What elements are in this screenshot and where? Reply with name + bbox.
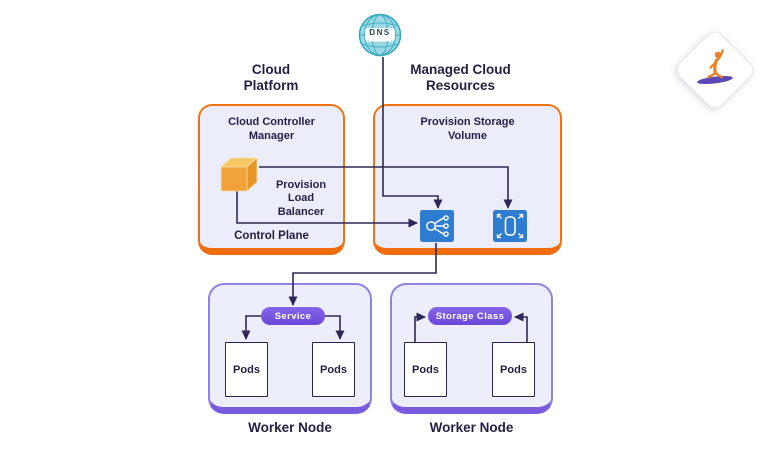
cloud-controller-manager-label: Cloud Controller Manager xyxy=(228,116,315,143)
control-plane-label: Control Plane xyxy=(234,230,309,242)
provision-load-balancer-label: Provision Load Balancer xyxy=(275,179,327,218)
dns-label: DNS xyxy=(369,28,391,37)
storage-volume-icon xyxy=(493,210,527,242)
cube-icon xyxy=(219,157,260,193)
storage-class-pill: Storage Class xyxy=(428,307,512,325)
dns-globe-icon: DNS xyxy=(358,13,402,57)
pod-box: Pods xyxy=(225,342,268,397)
load-balancer-icon xyxy=(420,210,454,242)
service-pill: Service xyxy=(261,307,325,325)
pod-box: Pods xyxy=(312,342,355,397)
worker-node-left-label: Worker Node xyxy=(248,420,332,435)
managed-cloud-title: Managed Cloud Resources xyxy=(410,62,511,94)
worker-node-right-label: Worker Node xyxy=(429,420,514,435)
pod-box: Pods xyxy=(404,342,447,397)
surfer-logo-icon xyxy=(697,49,733,85)
pod-box: Pods xyxy=(492,342,535,397)
brand-logo xyxy=(672,27,758,113)
managed-cloud-box: Provision Storage Volume xyxy=(373,104,562,255)
cloud-platform-title: Cloud Platform xyxy=(243,62,299,94)
provision-storage-volume-label: Provision Storage Volume xyxy=(420,116,515,143)
